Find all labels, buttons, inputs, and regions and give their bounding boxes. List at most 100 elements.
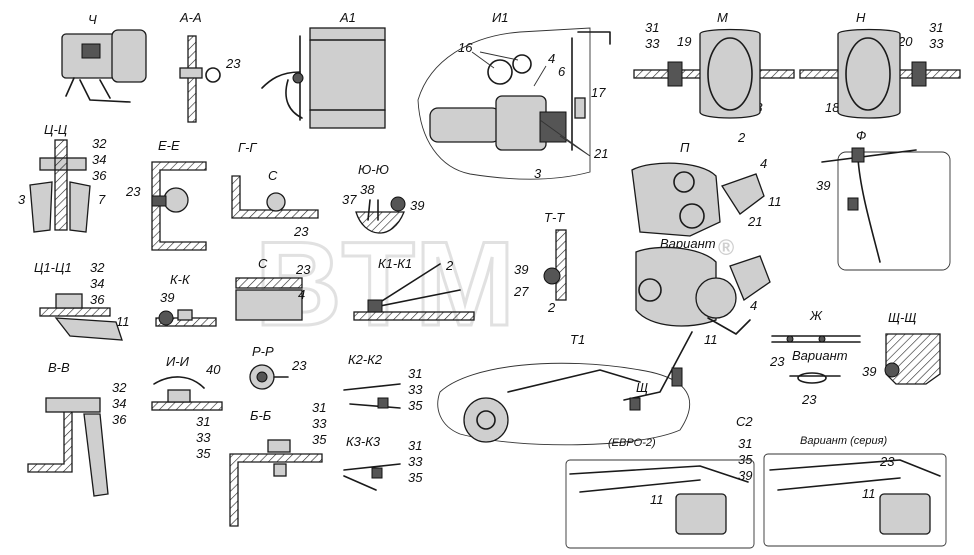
view-i-i: И-И 40 31 33 35 (151, 354, 223, 461)
svg-text:16: 16 (458, 40, 473, 55)
section-label-ts-ts: Ц-Ц (44, 122, 68, 137)
svg-text:23: 23 (769, 354, 785, 369)
svg-text:4: 4 (750, 298, 757, 313)
section-label-r-r: Р-Р (252, 344, 274, 359)
view-ts1-ts1: Ц1-Ц1 32 34 36 11 (34, 260, 130, 341)
section-label-k-k: К-К (170, 272, 191, 287)
svg-text:4: 4 (760, 156, 767, 171)
svg-text:23: 23 (295, 262, 311, 277)
svg-text:34: 34 (90, 276, 104, 291)
svg-text:6: 6 (558, 64, 566, 79)
svg-text:35: 35 (408, 470, 423, 485)
svg-text:34: 34 (92, 152, 106, 167)
section-label-p: П (680, 140, 690, 155)
section-label-m: М (717, 10, 728, 25)
svg-text:33: 33 (408, 454, 423, 469)
svg-text:35: 35 (196, 446, 211, 461)
view-a-a: А-А 23 (179, 10, 241, 123)
section-label-a1: А1 (339, 10, 356, 25)
view-f: Ф 39 (816, 128, 951, 271)
svg-text:27: 27 (513, 284, 529, 299)
section-label-ts1-ts1: Ц1-Ц1 (34, 260, 72, 275)
watermark-registered-mark: ® (718, 235, 734, 260)
section-label-yu-yu: Ю-Ю (358, 162, 389, 177)
svg-text:33: 33 (196, 430, 211, 445)
section-label-ch: Ч (88, 12, 97, 27)
section-label-k2-k2: К2-К2 (348, 352, 383, 367)
svg-text:33: 33 (929, 36, 944, 51)
section-label-f: Ф (856, 128, 866, 143)
view-yu-yu: Ю-Ю 38 37 39 (342, 162, 424, 234)
view-r-r: Р-Р 23 (249, 344, 307, 390)
svg-text:2: 2 (547, 300, 556, 315)
section-label-b-b: Б-Б (250, 408, 272, 423)
section-label-t-t: Т-Т (544, 210, 565, 225)
section-label-n: Н (856, 10, 866, 25)
section-label-a-a: А-А (179, 10, 202, 25)
svg-text:(ЕВРО-2): (ЕВРО-2) (608, 437, 656, 449)
svg-text:31: 31 (408, 438, 422, 453)
view-ts-ts: Ц-Ц 32 34 36 3 7 (18, 122, 107, 233)
view-zh: Ж 23 Вариант 23 (769, 308, 861, 407)
svg-text:39: 39 (816, 178, 830, 193)
svg-text:21: 21 (593, 146, 608, 161)
svg-text:38: 38 (360, 182, 375, 197)
svg-text:40: 40 (206, 362, 221, 377)
svg-text:31: 31 (645, 20, 659, 35)
view-k1-k1: К1-К1 2 (353, 256, 475, 321)
view-shch-shch: Щ-Щ 39 (862, 310, 941, 385)
svg-text:35: 35 (738, 452, 753, 467)
svg-text:31: 31 (196, 414, 210, 429)
svg-text:37: 37 (342, 192, 357, 207)
svg-text:С: С (268, 168, 278, 183)
svg-text:31: 31 (929, 20, 943, 35)
section-label-v-v: В-В (48, 360, 70, 375)
view-m: М 31 33 19 18 (633, 10, 795, 119)
svg-text:35: 35 (312, 432, 327, 447)
svg-text:7: 7 (98, 192, 106, 207)
svg-text:2: 2 (737, 130, 746, 145)
svg-text:31: 31 (312, 400, 326, 415)
svg-text:36: 36 (92, 168, 107, 183)
svg-text:11: 11 (704, 332, 718, 347)
section-label-zh: Ж (809, 308, 823, 323)
svg-text:33: 33 (645, 36, 660, 51)
svg-text:11: 11 (768, 194, 782, 209)
svg-text:36: 36 (112, 412, 127, 427)
view-k2-k2: К2-К2 31 33 35 (343, 352, 423, 413)
svg-text:3: 3 (534, 166, 542, 181)
view-t1: Т1 Щ (437, 331, 693, 446)
section-label-k3-k3: К3-К3 (346, 434, 381, 449)
svg-text:Щ: Щ (636, 380, 648, 395)
section-label-t1: Т1 (570, 332, 585, 347)
svg-text:19: 19 (677, 34, 691, 49)
svg-text:17: 17 (591, 85, 606, 100)
view-t-t: Т-Т 39 27 2 (513, 210, 567, 315)
section-label-c2: С2 (736, 414, 753, 429)
svg-text:31: 31 (738, 436, 752, 451)
svg-text:31: 31 (408, 366, 422, 381)
svg-text:32: 32 (92, 136, 107, 151)
svg-text:3: 3 (18, 192, 26, 207)
view-k3-k3: К3-К3 31 33 35 (343, 434, 423, 491)
section-label-i-i: И-И (166, 354, 190, 369)
view-k-k: К-К 39 (155, 272, 217, 327)
section-label-i1: И1 (492, 10, 509, 25)
svg-text:Вариант: Вариант (792, 348, 848, 363)
svg-text:34: 34 (112, 396, 126, 411)
view-p: П 2 4 11 21 Вариант 4 11 (631, 130, 782, 347)
view-n: Н 31 33 20 18 (799, 10, 961, 119)
section-label-k1-k1: К1-К1 (378, 256, 412, 271)
svg-text:21: 21 (747, 214, 762, 229)
svg-text:32: 32 (112, 380, 127, 395)
view-c2: С2 (ЕВРО-2) 31 35 39 11 Вариант (серия) … (565, 414, 947, 549)
section-label-e-e: Е-Е (158, 138, 180, 153)
view-g-g: Г-Г С 23 (231, 140, 319, 239)
svg-text:23: 23 (293, 224, 309, 239)
svg-text:11: 11 (862, 486, 876, 501)
view-b-b: Б-Б 31 33 35 (229, 400, 327, 527)
svg-text:39: 39 (862, 364, 876, 379)
section-label-c: С (258, 256, 268, 271)
